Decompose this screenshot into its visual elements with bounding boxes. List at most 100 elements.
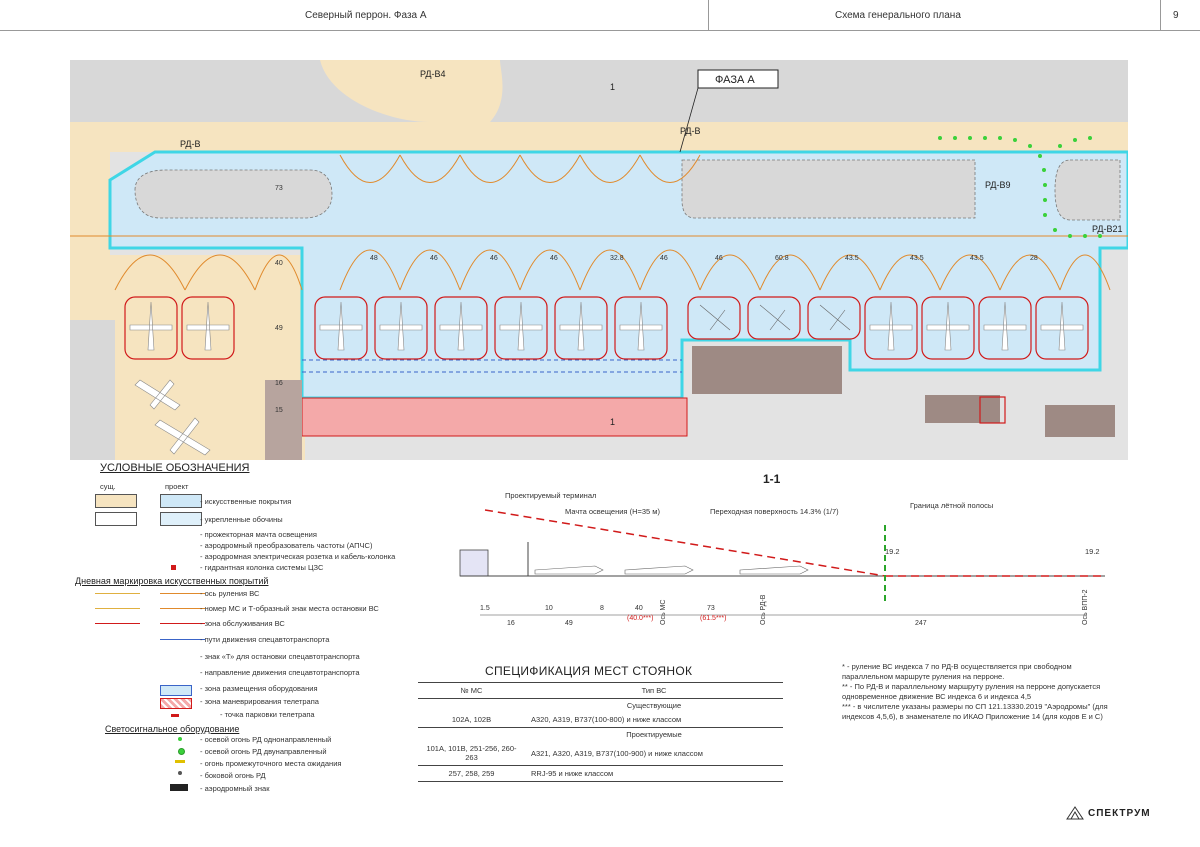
stand-dimensions: 48 46 46 46 32.8 46 46 60.8 43.5 43.5 43… xyxy=(275,185,1038,414)
taxiway-label-rdv: РД-В xyxy=(180,139,201,149)
taxiway-label-rdv9: РД-В9 xyxy=(985,180,1011,190)
section-axis-labels: Ось МС Ось РД-В Ось ВПП-2 xyxy=(660,589,1089,625)
legend-row: - осевой огонь РД двунаправленный xyxy=(200,747,327,756)
svg-text:43.5: 43.5 xyxy=(970,255,984,262)
spec-title: СПЕЦИФИКАЦИЯ МЕСТ СТОЯНОК xyxy=(485,664,693,678)
stand-taxi-lines xyxy=(70,154,1128,373)
note-line: одновременное движение ВС индекса 6 и ин… xyxy=(842,692,1032,701)
svg-text:19.2: 19.2 xyxy=(885,547,900,556)
bidirectional-light-icon xyxy=(178,748,185,755)
legend-row: - зона размещения оборудования xyxy=(200,684,318,693)
projected-terminal xyxy=(301,397,688,437)
spec-col-ms: № МС xyxy=(460,686,483,695)
sheet-header: Северный перрон. Фаза А Схема генерально… xyxy=(0,0,1200,31)
svg-text:10: 10 xyxy=(545,605,553,612)
svg-text:46: 46 xyxy=(430,255,438,262)
legend-row: - аэродромный преобразователь частоты (А… xyxy=(200,541,373,550)
phase-label: ФАЗА А xyxy=(715,74,755,86)
svg-text:28: 28 xyxy=(1030,255,1038,262)
taxiway-centerline-lights xyxy=(938,136,1102,238)
legend-col-existing: сущ. xyxy=(100,482,116,491)
legend-row: - направление движения спецавтотранспорт… xyxy=(200,668,360,677)
sheet-title: Северный перрон. Фаза А xyxy=(305,10,427,21)
legend-row: - аэродромная электрическая розетка и ка… xyxy=(200,552,396,561)
general-plan-drawing: РД-В4 РД-В РД-В РД-В9 РД-В21 ФАЗА А 1 1 … xyxy=(70,60,1128,460)
legend-line-service-zone xyxy=(160,623,205,624)
legend-swatch-existing-shoulder xyxy=(95,512,137,526)
svg-text:49: 49 xyxy=(275,325,283,332)
legend-swatch-project-pavement xyxy=(160,494,202,508)
legend-row: - осевой огонь РД однонаправленный xyxy=(200,735,332,744)
holding-position-light-icon xyxy=(175,760,185,763)
svg-text:60.8: 60.8 xyxy=(775,255,789,262)
legend-row: - аэродромный знак xyxy=(200,784,270,793)
existing-building xyxy=(265,380,302,460)
legend-swatch-equipment-zone xyxy=(160,685,192,696)
svg-text:19.2: 19.2 xyxy=(1085,547,1100,556)
svg-text:Ось МС: Ось МС xyxy=(660,600,667,625)
svg-text:(40.0***): (40.0***) xyxy=(627,615,653,622)
legend-col-project: проект xyxy=(165,482,189,491)
spektrum-logo-icon xyxy=(1066,806,1084,820)
legend-line-service-zone xyxy=(95,623,140,624)
legend-row: - точка парковки телетрапа xyxy=(220,710,315,719)
svg-text:46: 46 xyxy=(660,255,668,262)
legend-row: - зона маневрирования телетрапа xyxy=(200,697,319,706)
phase-leader-line xyxy=(679,87,699,153)
taxiway-label-rdv: РД-В xyxy=(680,126,701,136)
legend-swatch-existing-pavement xyxy=(95,494,137,508)
terminal-profile xyxy=(459,549,489,577)
svg-text:8: 8 xyxy=(600,605,604,612)
svg-text:Ось ВПП-2: Ось ВПП-2 xyxy=(1082,589,1089,625)
svg-text:43.5: 43.5 xyxy=(910,255,924,262)
svg-text:40: 40 xyxy=(275,260,283,267)
legend-row: - огонь промежуточного места ожидания xyxy=(200,759,342,768)
svg-text:247: 247 xyxy=(915,620,927,627)
note-line: индексов 4,5,6), в знаменателе по ИКАО П… xyxy=(842,712,1103,721)
legend-line-taxi-axis xyxy=(95,593,140,594)
legend-row: - номер МС и Т-образный знак места остан… xyxy=(200,604,379,613)
legend-line-service-vehicles xyxy=(160,639,205,640)
svg-text:40: 40 xyxy=(635,605,643,612)
section-mark-top: 1 xyxy=(610,82,615,92)
taxiway-rdv4 xyxy=(320,60,503,122)
svg-text:Мачта освещения (Н=35 м): Мачта освещения (Н=35 м) xyxy=(565,507,660,516)
transition-surface-line xyxy=(484,509,886,577)
section-mark-bottom: 1 xyxy=(610,417,615,427)
notes: * - руление ВС индекса 7 по РД-В осущест… xyxy=(842,662,1122,722)
grass-island xyxy=(681,159,976,219)
existing-building xyxy=(692,346,842,394)
legend: УСЛОВНЫЕ ОБОЗНАЧЕНИЯ сущ. проект - искус… xyxy=(75,462,415,797)
header-divider xyxy=(708,0,709,30)
svg-text:16: 16 xyxy=(507,620,515,627)
legend-swatch-jetbridge-zone xyxy=(160,698,192,709)
sheet-subtitle: Схема генерального плана xyxy=(835,10,961,21)
svg-text:15: 15 xyxy=(275,407,283,414)
legend-title: УСЛОВНЫЕ ОБОЗНАЧЕНИЯ xyxy=(100,462,250,474)
svg-text:16: 16 xyxy=(275,380,283,387)
existing-aircraft xyxy=(134,379,211,456)
section-title: 1-1 xyxy=(763,472,781,486)
svg-text:48: 48 xyxy=(370,255,378,262)
note-line: параллельном маршруте руления на перроне… xyxy=(842,672,1005,681)
unidirectional-light-icon xyxy=(178,737,182,741)
spec-col-type: Тип ВС xyxy=(641,686,667,695)
grass-island xyxy=(1054,159,1121,221)
company-logo: СПЕКТРУМ xyxy=(1088,808,1151,819)
legend-row: - прожекторная мачта освещения xyxy=(200,530,317,539)
legend-row: - искусственные покрытия xyxy=(200,497,292,506)
svg-text:32.8: 32.8 xyxy=(610,255,624,262)
hydrant-icon xyxy=(171,565,176,570)
table-row: 101А, 101В, 251-256, 260-263 А321, А320,… xyxy=(418,741,783,766)
svg-text:46: 46 xyxy=(490,255,498,262)
svg-text:73: 73 xyxy=(707,605,715,612)
legend-swatch-project-shoulder xyxy=(160,512,202,526)
note-line: * - руление ВС индекса 7 по РД-В осущест… xyxy=(842,662,1072,671)
svg-text:(61.5***): (61.5***) xyxy=(700,615,726,622)
header-divider xyxy=(1160,0,1161,30)
legend-row: - знак «Т» для остановки спецавтотранспо… xyxy=(200,652,360,661)
svg-text:Проектируемый терминал: Проектируемый терминал xyxy=(505,491,596,500)
taxiway-label-rdv4: РД-В4 xyxy=(420,69,446,79)
grass-area xyxy=(70,320,115,460)
phase-label-box xyxy=(697,69,779,89)
